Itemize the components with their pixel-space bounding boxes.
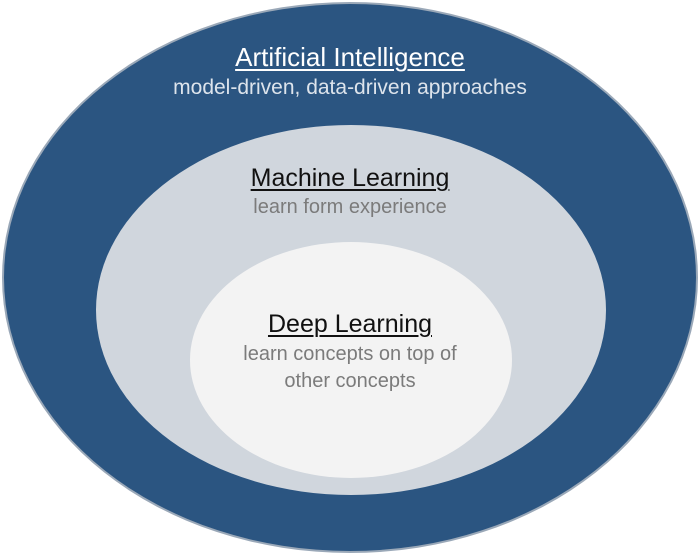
deep-learning-title: Deep Learning bbox=[267, 310, 432, 338]
machine-learning-title: Machine Learning bbox=[250, 164, 450, 192]
deep-learning-subtitle-line-1: learn concepts on top of bbox=[243, 343, 457, 365]
deep-learning-subtitle-line-2: other concepts bbox=[284, 370, 416, 392]
artificial-intelligence-title: Artificial Intelligence bbox=[235, 42, 465, 72]
artificial-intelligence-subtitle: model-driven, data-driven approaches bbox=[173, 76, 527, 99]
machine-learning-subtitle: learn form experience bbox=[253, 196, 447, 218]
deep-learning-ellipse bbox=[190, 242, 512, 478]
